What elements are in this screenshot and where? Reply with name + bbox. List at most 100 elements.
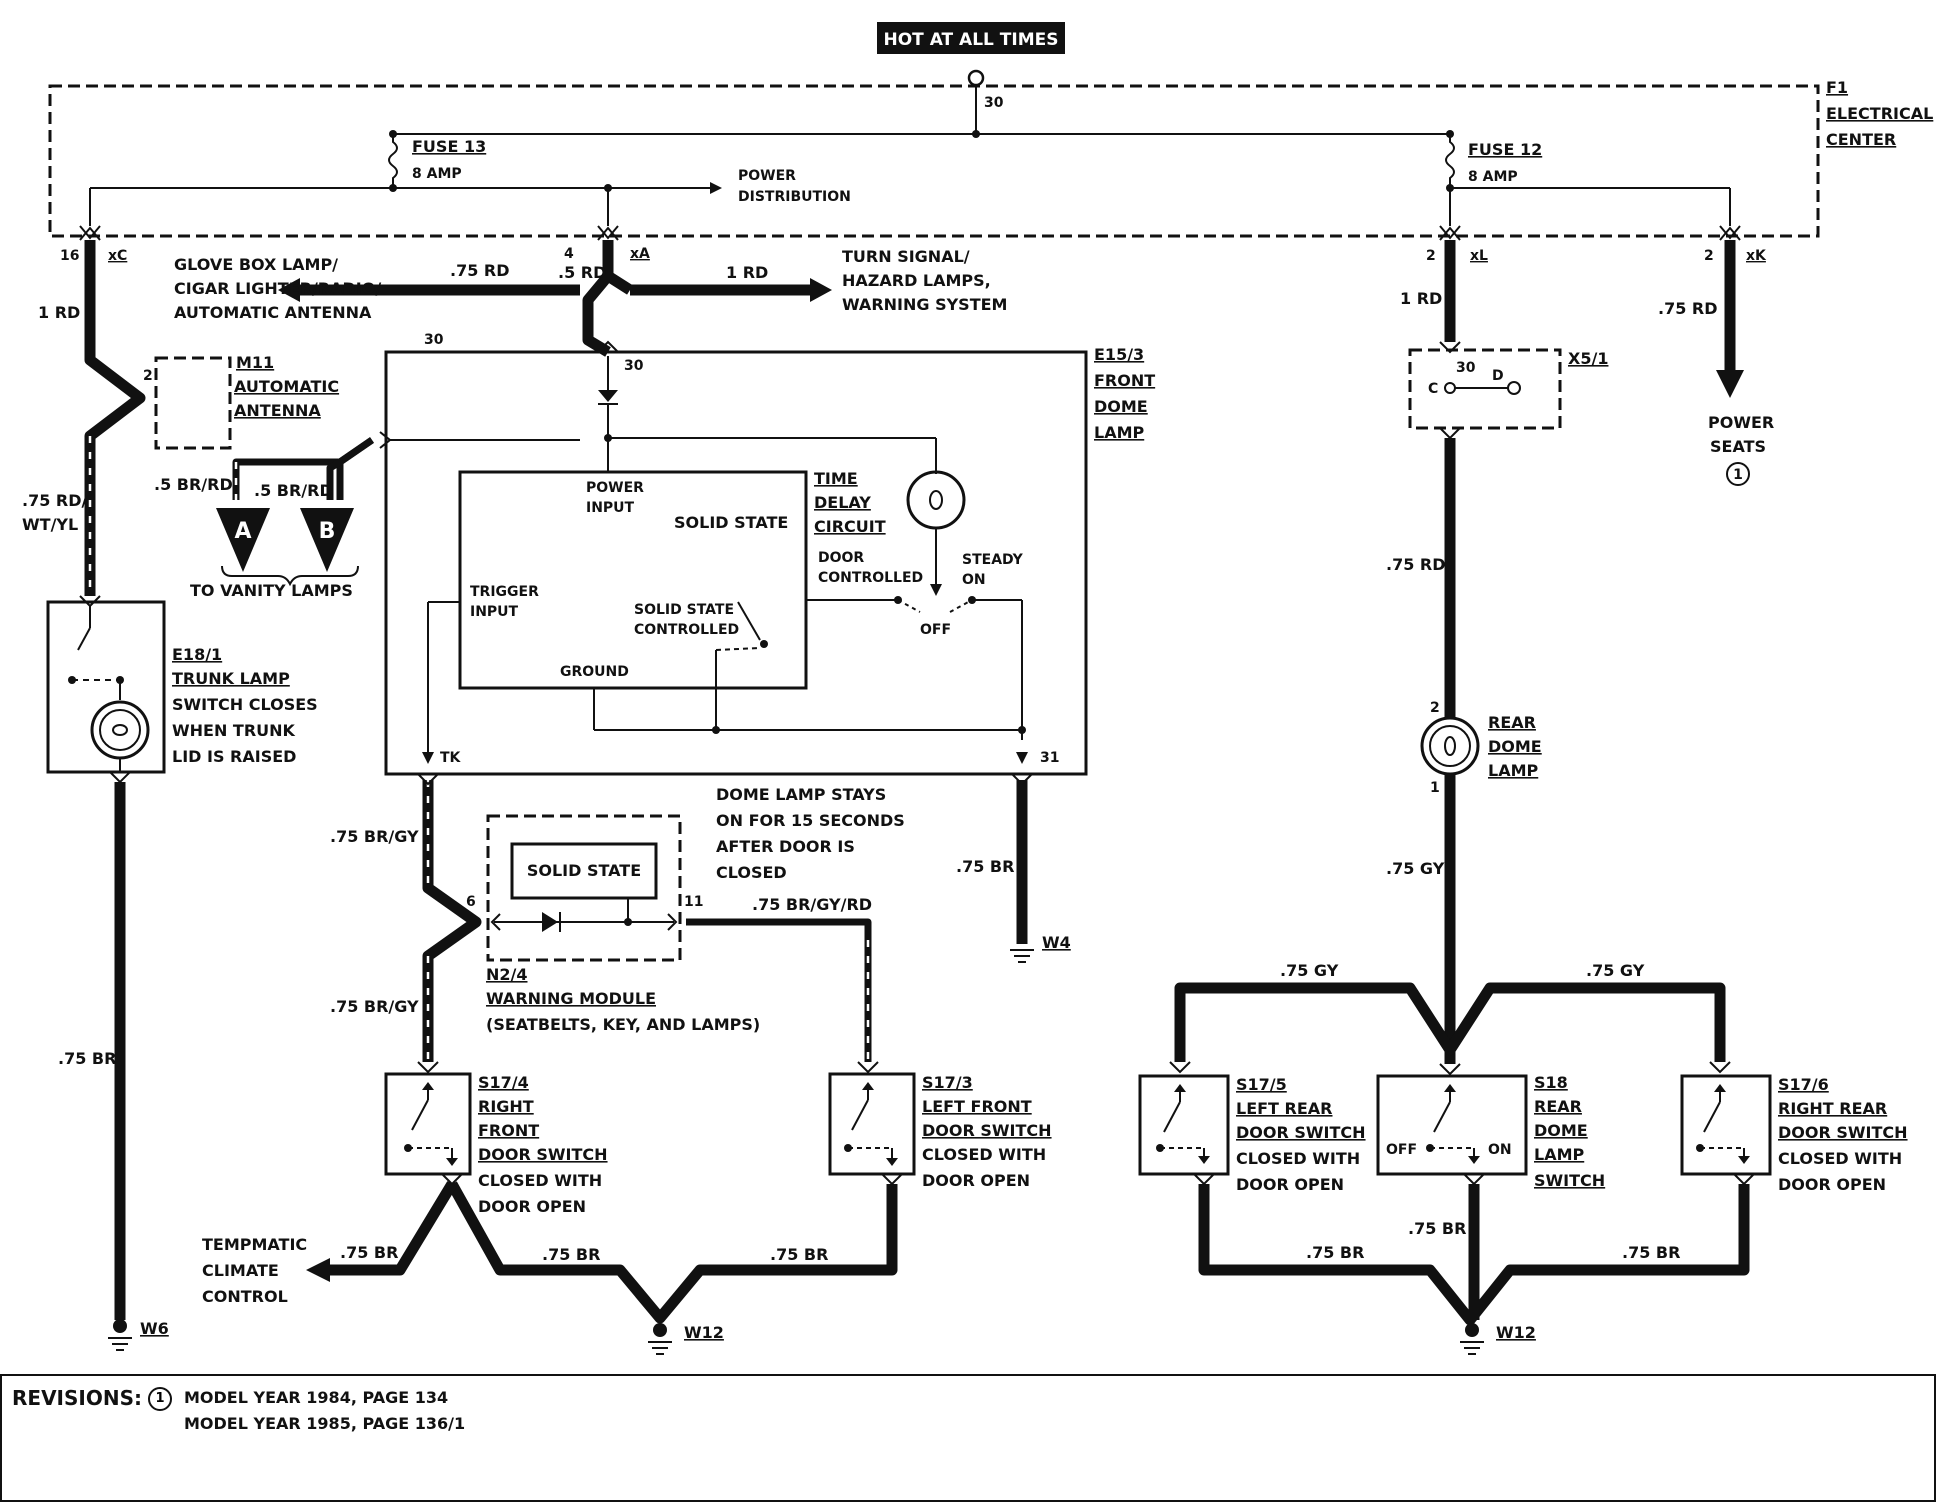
svg-text:2: 2 — [143, 368, 153, 384]
vanity-label: TO VANITY LAMPS — [190, 581, 353, 600]
fuse-12: FUSE 12 8 AMP — [1445, 134, 1542, 192]
connector-xa: 4 xA — [564, 225, 650, 262]
svg-text:W12: W12 — [1496, 1323, 1536, 1342]
svg-text:.75 BR: .75 BR — [542, 1245, 600, 1264]
wire-75br-bottom-center — [447, 1181, 898, 1324]
wire-75brgy — [422, 780, 482, 1062]
ground-w4: W4 — [1010, 933, 1071, 963]
revision-line-2: MODEL YEAR 1985, PAGE 136/1 — [184, 1414, 466, 1433]
revision-line-1: MODEL YEAR 1984, PAGE 134 — [184, 1388, 449, 1407]
svg-text:STEADY: STEADY — [962, 552, 1024, 568]
svg-text:LAMP: LAMP — [1534, 1145, 1585, 1164]
svg-text:WT/YL: WT/YL — [22, 515, 78, 534]
s17-4-right-front-door-switch: S17/4 RIGHT FRONT DOOR SWITCH CLOSED WIT… — [384, 1061, 608, 1216]
label-1rd-left: 1 RD — [38, 303, 80, 322]
svg-text:CLOSED WITH: CLOSED WITH — [478, 1171, 602, 1190]
svg-text:FRONT: FRONT — [478, 1121, 539, 1140]
svg-text:S17/3: S17/3 — [922, 1073, 973, 1092]
svg-text:1 RD: 1 RD — [1400, 289, 1442, 308]
svg-text:TEMPMATIC: TEMPMATIC — [202, 1235, 307, 1254]
s17-6-right-rear-door-switch: S17/6 RIGHT REAR DOOR SWITCH CLOSED WITH… — [1680, 1061, 1908, 1194]
svg-text:1 RD: 1 RD — [726, 263, 768, 282]
svg-text:11: 11 — [684, 894, 703, 910]
e18-1-trunk-lamp-switch: E18/1 TRUNK LAMP SWITCH CLOSES WHEN TRUN… — [46, 595, 318, 784]
svg-text:.75 BR: .75 BR — [58, 1049, 116, 1068]
svg-text:LAMP: LAMP — [1094, 423, 1145, 442]
svg-text:M11: M11 — [236, 353, 274, 372]
svg-text:D: D — [1492, 368, 1504, 384]
svg-text:DOOR OPEN: DOOR OPEN — [1778, 1175, 1886, 1194]
svg-text:B: B — [319, 519, 336, 544]
svg-text:2: 2 — [1704, 248, 1714, 264]
dome-note-4: CLOSED — [716, 863, 787, 882]
svg-text:DOOR SWITCH: DOOR SWITCH — [478, 1145, 608, 1164]
hot-at-all-times-banner: HOT AT ALL TIMES — [877, 22, 1065, 54]
svg-text:DOOR OPEN: DOOR OPEN — [1236, 1175, 1344, 1194]
svg-text:N2/4: N2/4 — [486, 965, 528, 984]
svg-text:LEFT REAR: LEFT REAR — [1236, 1099, 1333, 1118]
svg-text:LEFT FRONT: LEFT FRONT — [922, 1097, 1032, 1116]
svg-text:6: 6 — [466, 894, 476, 910]
power-seats-2: SEATS — [1710, 437, 1766, 456]
svg-text:SOLID STATE: SOLID STATE — [527, 861, 641, 880]
svg-text:REAR: REAR — [1488, 713, 1536, 732]
svg-text:8 AMP: 8 AMP — [412, 166, 462, 182]
svg-text:REAR: REAR — [1534, 1097, 1582, 1116]
svg-text:X5/1: X5/1 — [1568, 349, 1608, 368]
svg-text:.75 RD/: .75 RD/ — [22, 491, 88, 510]
svg-text:DOOR SWITCH: DOOR SWITCH — [1778, 1123, 1908, 1142]
svg-text:ON: ON — [962, 572, 986, 588]
svg-text:TK: TK — [440, 750, 462, 766]
svg-text:E15/3: E15/3 — [1094, 345, 1144, 364]
svg-text:2: 2 — [1430, 700, 1440, 716]
svg-text:DOME: DOME — [1094, 397, 1148, 416]
svg-text:CONTROLLED: CONTROLLED — [818, 570, 923, 586]
svg-text:xK: xK — [1746, 248, 1767, 264]
svg-text:30: 30 — [1456, 360, 1476, 376]
svg-text:OFF: OFF — [920, 622, 951, 638]
dome-note-1: DOME LAMP STAYS — [716, 785, 886, 804]
svg-text:.75 RD: .75 RD — [450, 261, 510, 280]
hot-label: HOT AT ALL TIMES — [884, 30, 1059, 50]
wire-1rd-trunk — [84, 240, 146, 596]
svg-text:xA: xA — [630, 246, 650, 262]
svg-text:30: 30 — [624, 358, 644, 374]
svg-text:FUSE 12: FUSE 12 — [1468, 140, 1542, 159]
svg-text:.5 RD: .5 RD — [558, 263, 606, 282]
svg-text:xC: xC — [108, 248, 127, 264]
svg-text:CONTROLLED: CONTROLLED — [634, 622, 739, 638]
svg-text:DELAY: DELAY — [814, 493, 871, 512]
connector-xk: 2 xK — [1704, 225, 1767, 264]
svg-text:xL: xL — [1470, 248, 1488, 264]
svg-text:ANTENNA: ANTENNA — [234, 401, 321, 420]
svg-text:30: 30 — [424, 332, 444, 348]
time-delay-circuit: POWER INPUT SOLID STATE TIME DELAY CIRCU… — [422, 469, 1059, 766]
hot-terminal — [967, 69, 985, 87]
svg-text:LAMP: LAMP — [1488, 761, 1539, 780]
revisions-title: REVISIONS: — [12, 1386, 142, 1410]
svg-text:SOLID STATE: SOLID STATE — [674, 513, 788, 532]
svg-text:CLOSED WITH: CLOSED WITH — [1236, 1149, 1360, 1168]
svg-text:1: 1 — [1430, 780, 1440, 796]
svg-text:S18: S18 — [1534, 1073, 1568, 1092]
svg-text:DOOR SWITCH: DOOR SWITCH — [1236, 1123, 1366, 1142]
svg-text:.75 BR: .75 BR — [1306, 1243, 1364, 1262]
svg-text:8 AMP: 8 AMP — [1468, 169, 1518, 185]
m11-automatic-antenna: 2 M11 AUTOMATIC ANTENNA — [143, 353, 339, 450]
revision-mark: 1 — [148, 1387, 172, 1411]
vanity-connector-b: B — [300, 508, 354, 572]
svg-text:RIGHT REAR: RIGHT REAR — [1778, 1099, 1887, 1118]
x5-1-connector: C D 30 X5/1 — [1408, 341, 1608, 440]
svg-text:S17/4: S17/4 — [478, 1073, 529, 1092]
s17-5-left-rear-door-switch: S17/5 LEFT REAR DOOR SWITCH CLOSED WITH … — [1138, 1061, 1366, 1194]
svg-text:WARNING SYSTEM: WARNING SYSTEM — [842, 295, 1007, 314]
svg-text:.75 GY: .75 GY — [1280, 961, 1339, 980]
connector-xl: 2 xL — [1426, 225, 1488, 264]
svg-text:CIGAR LIGHTER/RADIO/: CIGAR LIGHTER/RADIO/ — [174, 279, 381, 298]
svg-text:.75 BR: .75 BR — [1622, 1243, 1680, 1262]
svg-text:CIRCUIT: CIRCUIT — [814, 517, 886, 536]
svg-text:CLOSED WITH: CLOSED WITH — [1778, 1149, 1902, 1168]
svg-text:AUTOMATIC: AUTOMATIC — [234, 377, 339, 396]
svg-text:DOOR SWITCH: DOOR SWITCH — [922, 1121, 1052, 1140]
